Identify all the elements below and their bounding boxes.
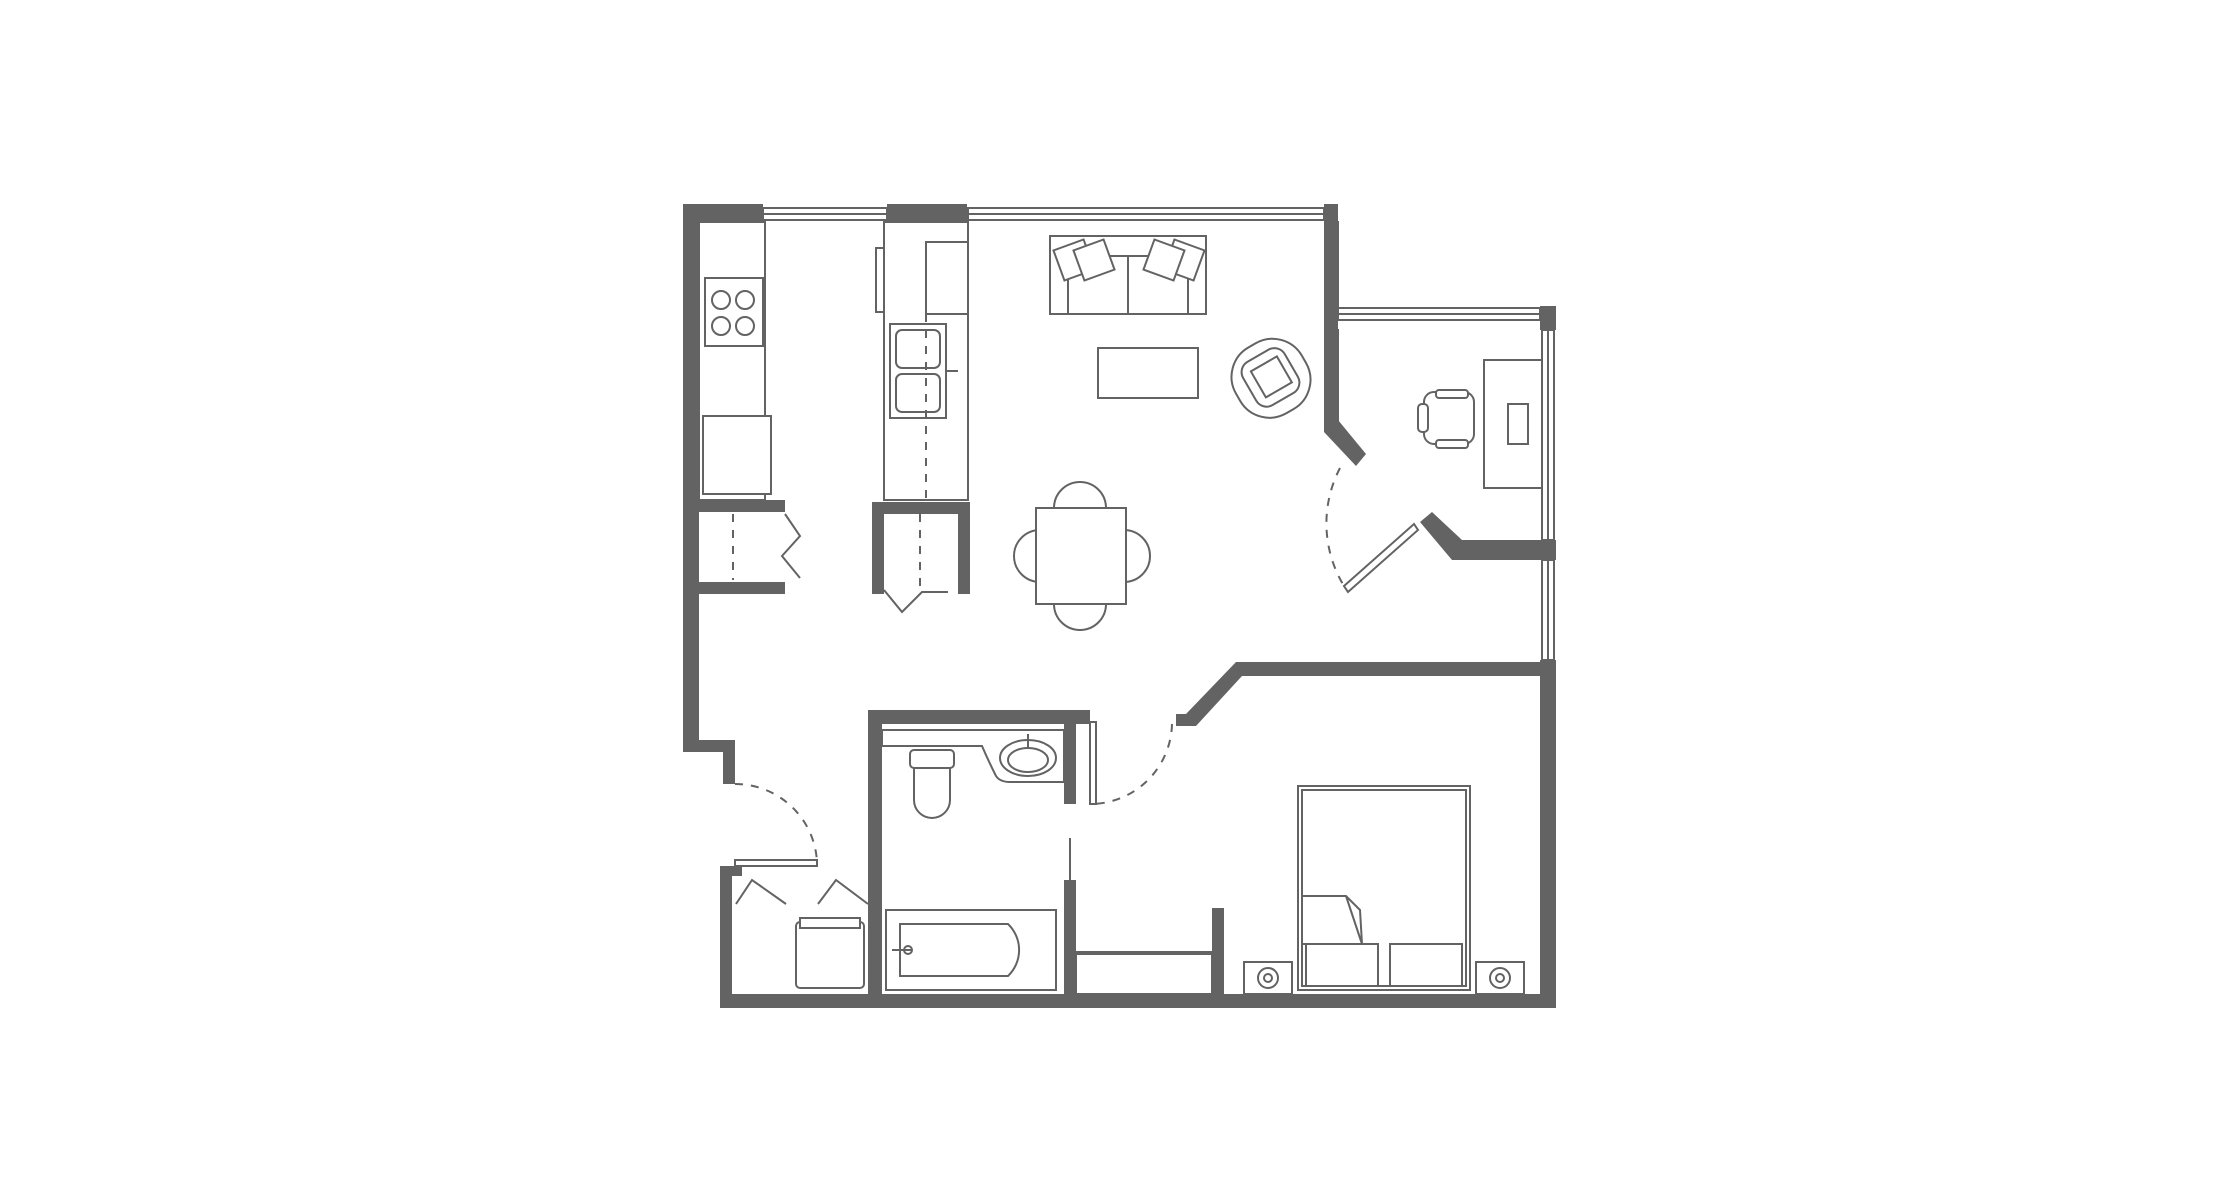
office-chair-seat (1435, 389, 1469, 399)
dining-table (1035, 507, 1127, 605)
office-chair (1423, 391, 1475, 445)
stove-burner (735, 290, 755, 310)
coffee-table (1097, 347, 1199, 399)
lamp (1263, 973, 1273, 983)
lamp (1257, 967, 1279, 989)
bathtub-basin (899, 923, 1021, 977)
vanity-sink-bowl (1007, 747, 1049, 773)
kitchen (698, 221, 969, 501)
nightstand (1243, 961, 1293, 995)
cushion (1142, 238, 1186, 282)
toilet-tank (909, 749, 955, 769)
entry-closet-door (735, 878, 787, 905)
living-room (1049, 235, 1312, 419)
laundry (795, 921, 865, 989)
stove (704, 277, 764, 347)
entry-door (734, 859, 818, 867)
office-chair-seat (1435, 439, 1469, 449)
stove-burner (711, 316, 731, 336)
refrigerator (702, 415, 772, 495)
entry-closet-door-2 (817, 878, 869, 905)
doors (732, 467, 1420, 905)
office-chair-arm (1417, 403, 1429, 433)
pillow (1389, 943, 1463, 987)
bed-sheet (1301, 895, 1364, 945)
stove-burner (711, 290, 731, 310)
closet-shelf (1075, 951, 1213, 995)
wall-oven (875, 247, 885, 313)
walls (683, 204, 1556, 1008)
dining-area (1013, 481, 1151, 631)
laundry-top (799, 917, 861, 929)
office-door (1342, 522, 1420, 594)
armchair (1230, 337, 1312, 419)
closet-door (883, 589, 948, 614)
toilet-bowl (913, 767, 951, 819)
bathroom-door (1089, 721, 1097, 805)
pillow (1305, 943, 1379, 987)
nightstand (1475, 961, 1525, 995)
lamp (1495, 973, 1505, 983)
lamp (1489, 967, 1511, 989)
cushion (1072, 238, 1116, 282)
pantry-door (780, 513, 802, 579)
tub-drain (903, 945, 913, 955)
hall-closet (1075, 951, 1213, 995)
sink-basin (895, 373, 941, 413)
bedroom (1243, 785, 1525, 995)
computer (1507, 403, 1529, 445)
bathroom (881, 729, 1065, 991)
entry-closet (795, 917, 865, 989)
stove-burner (735, 316, 755, 336)
sink-basin (895, 329, 941, 369)
dishwasher (925, 241, 969, 315)
office (1417, 359, 1543, 489)
